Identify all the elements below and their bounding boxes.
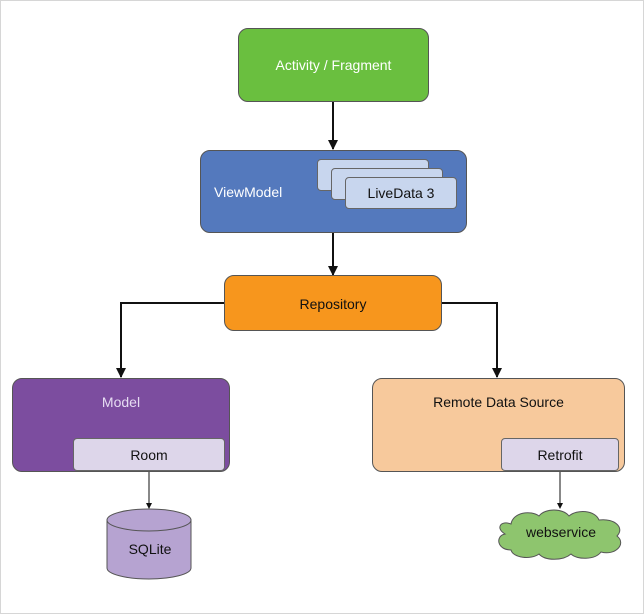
room-chip: Room <box>73 438 225 471</box>
activity-fragment-box: Activity / Fragment <box>238 28 429 102</box>
arrow-repository-to-remote <box>442 302 502 378</box>
sqlite-label: SQLite <box>128 541 172 557</box>
model-label: Model <box>101 394 141 410</box>
remote-data-source-label: Remote Data Source <box>433 394 564 410</box>
webservice-cloud <box>498 509 622 560</box>
viewmodel-label: ViewModel <box>214 184 283 200</box>
model-box: Model Room <box>12 378 230 472</box>
remote-data-source-box: Remote Data Source Retrofit <box>372 378 625 472</box>
arrow-repository-to-model <box>116 302 224 378</box>
viewmodel-box: ViewModel LiveData 3 <box>200 150 467 233</box>
repository-box: Repository <box>224 275 442 331</box>
retrofit-chip: Retrofit <box>501 438 619 471</box>
sqlite-cylinder <box>106 508 192 580</box>
activity-fragment-label: Activity / Fragment <box>275 57 392 73</box>
livedata-chip: LiveData 3 <box>345 177 457 209</box>
repository-label: Repository <box>299 296 367 312</box>
webservice-label: webservice <box>525 524 597 540</box>
